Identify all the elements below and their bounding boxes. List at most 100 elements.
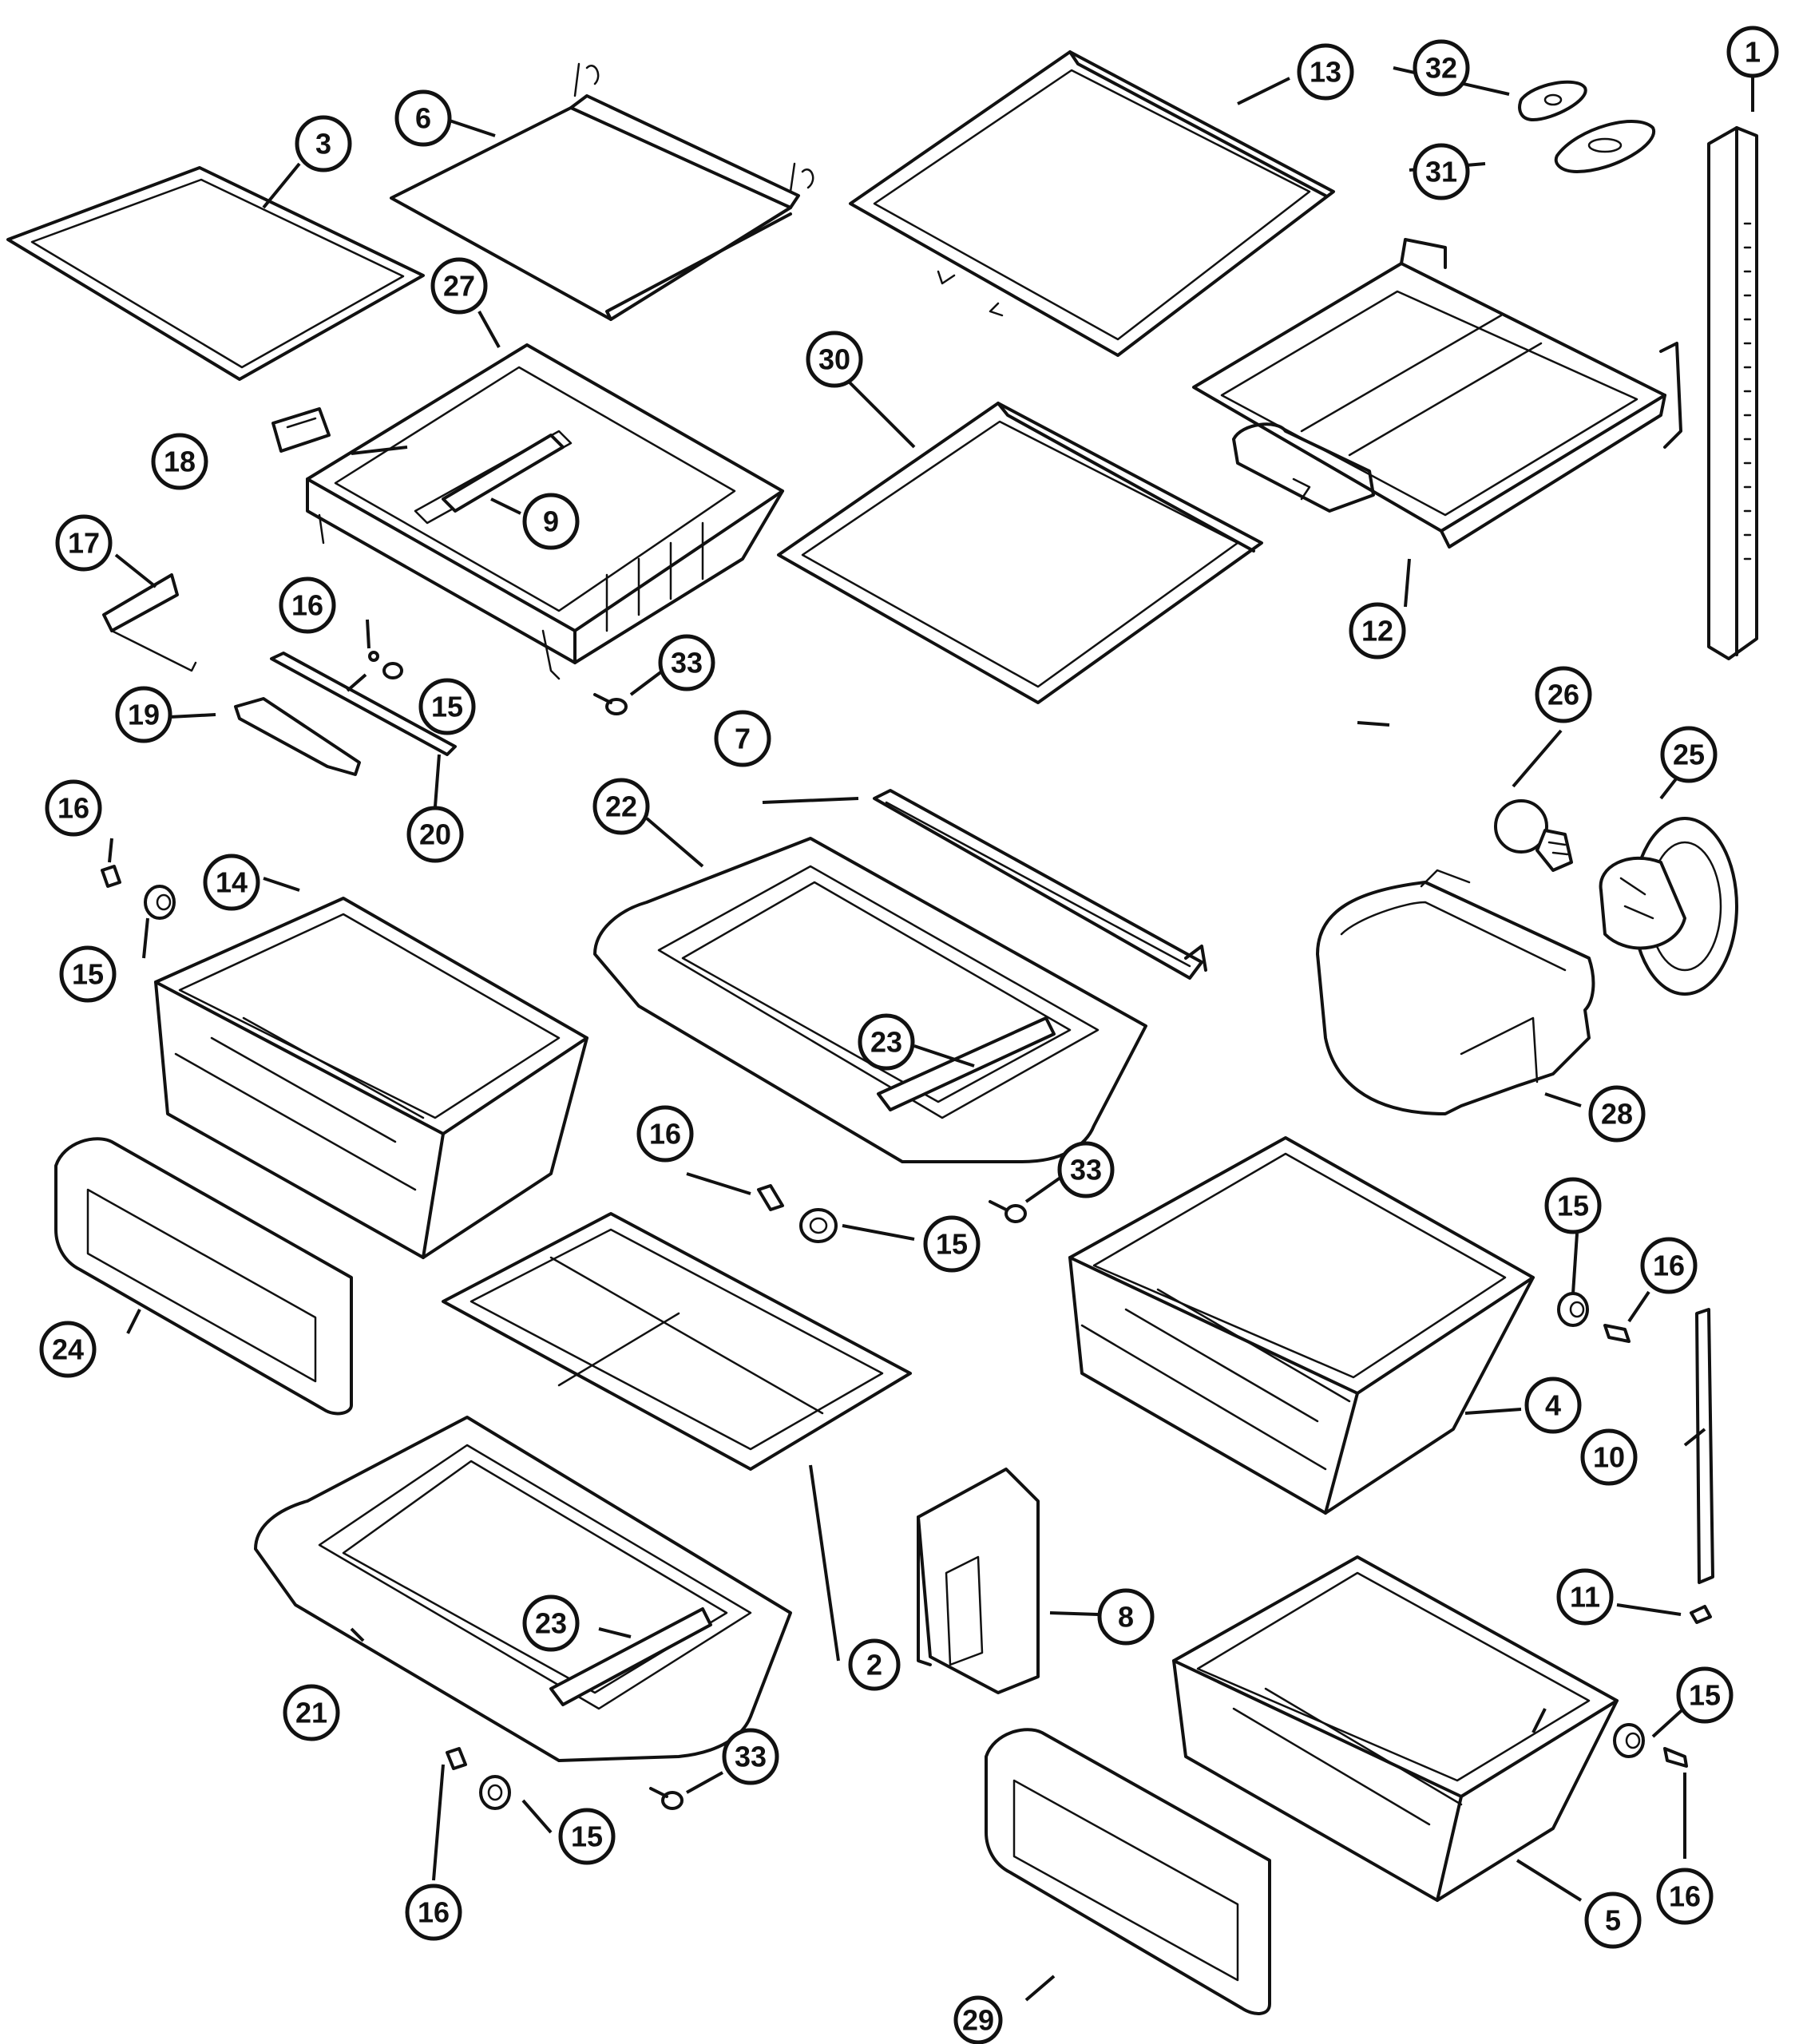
svg-text:16: 16 <box>418 1896 450 1929</box>
callout-16f: 16 <box>405 1884 462 1941</box>
part-crisper-front-24 <box>54 1137 353 1416</box>
svg-text:17: 17 <box>68 527 100 560</box>
part-pan-27 <box>306 343 784 680</box>
callout-23a: 23 <box>858 1013 915 1071</box>
svg-text:1: 1 <box>1745 36 1761 69</box>
svg-text:16: 16 <box>291 589 323 622</box>
callout-10: 10 <box>1580 1428 1638 1486</box>
part-screw-16b <box>757 1184 784 1211</box>
svg-text:12: 12 <box>1361 615 1393 648</box>
part-rail-1 <box>1707 126 1758 660</box>
callout-12: 12 <box>1349 602 1406 660</box>
callout-15a: 15 <box>418 678 476 735</box>
callout-30: 30 <box>806 331 863 388</box>
svg-text:31: 31 <box>1425 156 1457 188</box>
part-glass-shelf-13 <box>849 50 1335 357</box>
callout-7: 7 <box>714 710 771 767</box>
callout-16c: 16 <box>636 1105 694 1163</box>
part-screw-16d <box>1663 1747 1688 1768</box>
svg-text:28: 28 <box>1601 1098 1633 1131</box>
callout-13: 13 <box>1297 43 1354 101</box>
callout-15e: 15 <box>1676 1666 1734 1724</box>
part-screw-16e <box>446 1747 467 1770</box>
part-wire-shelf-6 <box>390 62 814 321</box>
callout-21: 21 <box>283 1684 340 1741</box>
svg-text:26: 26 <box>1547 679 1579 711</box>
part-roller-15c <box>1557 1292 1589 1327</box>
svg-text:16: 16 <box>57 792 89 825</box>
svg-text:5: 5 <box>1605 1904 1621 1937</box>
part-glass-shelf-30 <box>777 402 1263 704</box>
part-cover-32 <box>1518 80 1587 121</box>
svg-text:19: 19 <box>128 699 160 731</box>
part-glass-panel-2 <box>442 1212 912 1471</box>
svg-text:8: 8 <box>1118 1601 1134 1634</box>
part-screw-16f <box>101 865 121 888</box>
svg-text:23: 23 <box>535 1607 567 1640</box>
svg-text:18: 18 <box>164 446 196 478</box>
svg-text:2: 2 <box>866 1649 882 1682</box>
callout-3: 3 <box>295 115 352 172</box>
svg-text:16: 16 <box>1669 1880 1701 1913</box>
part-drawer-assembly-12 <box>1192 238 1682 549</box>
callout-11: 11 <box>1556 1568 1614 1626</box>
part-rail-19 <box>234 697 361 776</box>
leader-lines <box>108 66 1754 2002</box>
callout-1: 1 <box>1726 26 1779 78</box>
svg-text:7: 7 <box>735 723 751 755</box>
part-bulb-26 <box>1494 799 1573 872</box>
callout-2: 2 <box>848 1638 901 1691</box>
svg-text:23: 23 <box>870 1026 902 1059</box>
part-cover-31 <box>1554 120 1656 173</box>
callout-27: 27 <box>430 257 488 315</box>
part-glass-shelf-3 <box>6 166 425 381</box>
part-roller-15f <box>144 885 176 920</box>
svg-text:9: 9 <box>543 505 559 538</box>
svg-text:3: 3 <box>315 128 331 160</box>
svg-text:13: 13 <box>1310 56 1341 89</box>
svg-text:20: 20 <box>419 818 451 851</box>
svg-text:25: 25 <box>1673 739 1705 771</box>
callout-20: 20 <box>406 806 464 863</box>
callout-5: 5 <box>1584 1891 1642 1949</box>
callout-8: 8 <box>1097 1588 1155 1646</box>
part-roller-15d <box>1613 1723 1645 1758</box>
callout-6: 6 <box>394 89 452 147</box>
callout-33c: 33 <box>722 1728 779 1785</box>
callout-31: 31 <box>1413 143 1470 200</box>
svg-text:15: 15 <box>571 1820 603 1853</box>
part-rail-20 <box>270 652 457 756</box>
part-bracket-18 <box>271 407 331 453</box>
part-cover-frame-22 <box>593 837 1147 1163</box>
callout-15b: 15 <box>59 945 117 1003</box>
callout-32: 32 <box>1413 39 1470 97</box>
part-crisper-pan-5 <box>1172 1555 1619 1902</box>
svg-text:16: 16 <box>649 1118 681 1151</box>
callout-16b: 16 <box>45 779 102 837</box>
callout-16e: 16 <box>1656 1868 1714 1925</box>
callout-16a: 16 <box>279 576 336 634</box>
part-strip-10 <box>1695 1308 1714 1584</box>
svg-text:15: 15 <box>72 958 104 991</box>
svg-text:6: 6 <box>415 102 431 135</box>
svg-text:15: 15 <box>1557 1190 1589 1222</box>
part-screw-16c <box>1603 1324 1631 1343</box>
callout-26: 26 <box>1535 666 1592 723</box>
callout-33b: 33 <box>1057 1141 1115 1198</box>
callout-18: 18 <box>151 433 208 490</box>
svg-text:33: 33 <box>735 1741 767 1773</box>
svg-text:33: 33 <box>671 647 703 679</box>
svg-text:11: 11 <box>1570 1581 1600 1614</box>
callout-24: 24 <box>39 1321 97 1378</box>
part-screw-33b <box>989 1200 1027 1223</box>
callout-16d: 16 <box>1640 1237 1698 1294</box>
part-screw-33a <box>593 693 628 715</box>
callout-25: 25 <box>1660 726 1718 783</box>
part-support-bar-23b <box>549 1607 712 1706</box>
part-crisper-pan-4 <box>1068 1136 1535 1515</box>
svg-text:10: 10 <box>1593 1441 1625 1474</box>
callout-15c: 15 <box>923 1215 981 1273</box>
callout-9: 9 <box>522 493 580 550</box>
callout-15f: 15 <box>558 1808 616 1865</box>
svg-text:14: 14 <box>216 866 248 899</box>
